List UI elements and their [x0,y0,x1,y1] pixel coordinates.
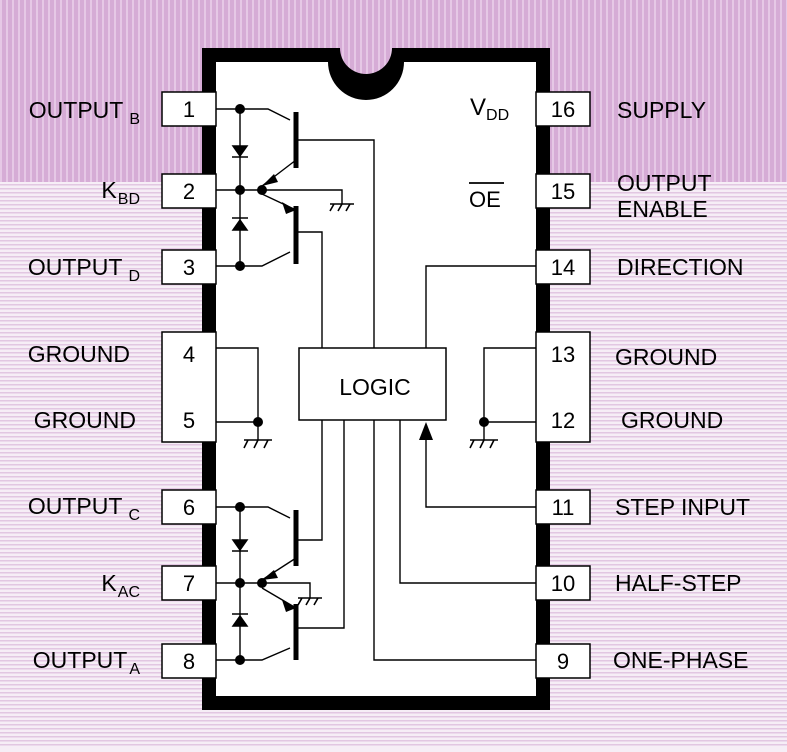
pin-number-1: 1 [183,97,195,122]
ground-symbols [243,203,498,606]
pin-label-9: ONE-PHASE [613,647,748,673]
pin-13-12-box[interactable] [535,331,591,443]
pin-number-2: 2 [183,179,195,204]
pin-7-box[interactable] [161,565,217,601]
pin-number-14: 14 [551,255,575,280]
pin-label-10: HALF-STEP [615,570,742,596]
pin-label-11: STEP INPUT [615,494,750,520]
left-pin-boxes [161,91,217,679]
diode-d3 [231,539,249,552]
step-input-arrow [419,422,433,440]
pin-9-box[interactable] [535,643,591,679]
pin-label-5: GROUND [34,407,136,433]
pin-label-15-line1: OUTPUT [617,170,712,196]
ground-right [469,439,498,449]
pin-number-6: 6 [183,495,195,520]
diode-d2 [231,218,249,231]
pin-number-7: 7 [183,571,195,596]
pin-label-14: DIRECTION [617,254,744,280]
pin-label-13: GROUND [615,344,717,370]
ground-top [329,203,354,212]
pin-3-box[interactable] [161,249,217,285]
pin-number-15: 15 [551,179,575,204]
pin-2-box[interactable] [161,173,217,209]
pin-number-12: 12 [551,408,575,433]
logic-block [298,347,447,421]
pin-10-box[interactable] [535,565,591,601]
pin-label-15-line2: ENABLE [617,196,708,222]
pin-number-8: 8 [183,649,195,674]
ground-bottom [297,597,322,606]
diode-d4 [231,614,249,627]
pin-label-16: SUPPLY [617,97,706,123]
pin-number-10: 10 [551,571,575,596]
pin-number-3: 3 [183,255,195,280]
pin-label-12: GROUND [621,407,723,433]
pin-number-9: 9 [557,649,569,674]
pin-16-box[interactable] [535,91,591,127]
diode-d1 [231,145,249,158]
pin-number-11: 11 [552,495,575,520]
pin-8-box[interactable] [161,643,217,679]
transistor-arrows [262,174,296,612]
pin-label-4: GROUND [28,341,130,367]
logic-label: LOGIC [339,374,411,400]
pin-4-5-box[interactable] [161,331,217,443]
pin-14-box[interactable] [535,249,591,285]
diodes [231,145,249,627]
vdd-label: VDD [470,94,509,124]
pin-label-2: KBD [101,177,140,208]
pin-15-box[interactable] [535,173,591,209]
wiring [216,108,536,661]
ground-left [243,439,272,449]
pin-number-16: 16 [551,97,575,122]
pin-number-5: 5 [183,408,195,433]
pin-label-7: KAC [101,570,140,601]
pin-number-4: 4 [183,342,195,367]
junction-dots [235,104,489,665]
pin-number-13: 13 [551,342,575,367]
oe-label: OE [469,187,501,212]
